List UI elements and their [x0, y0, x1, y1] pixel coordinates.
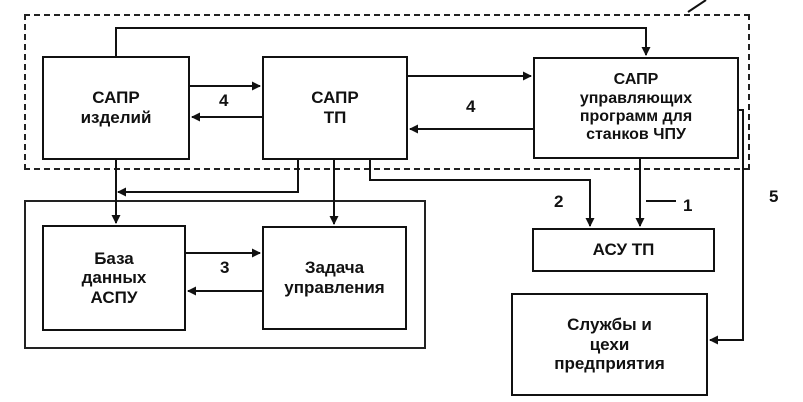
- line-tp-to-db: [117, 160, 299, 197]
- arrow-tp-to-asu: [369, 160, 595, 227]
- cad-group-frame: [24, 14, 750, 170]
- arrow-cnc-to-services: [709, 109, 744, 345]
- box-control-task-label: Задача управления: [284, 258, 385, 297]
- box-cad-cnc-label: САПР управляющих программ для станков ЧП…: [579, 71, 693, 144]
- aspu-group-frame: [24, 200, 426, 349]
- box-cad-products: САПР изделий: [42, 56, 190, 160]
- box-database-label: База данных АСПУ: [81, 248, 147, 307]
- link-number-5: 5: [769, 187, 779, 206]
- box-asu-tp-label: АСУ ТП: [592, 240, 655, 260]
- box-services: Службы и цехи предприятия: [511, 293, 708, 396]
- group-pointer-line: [687, 0, 707, 13]
- box-services-label: Службы и цехи предприятия: [554, 315, 665, 374]
- box-cad-tp-label: САПР ТП: [311, 88, 359, 127]
- link-number-2: 2: [554, 192, 564, 211]
- link-number-3: 3: [220, 258, 230, 277]
- link-number-4-left: 4: [219, 91, 229, 110]
- box-cad-cnc: САПР управляющих программ для станков ЧП…: [533, 57, 739, 159]
- box-cad-tp: САПР ТП: [262, 56, 408, 160]
- box-database: База данных АСПУ: [42, 225, 186, 331]
- top-loop-line: [115, 27, 651, 56]
- link-number-1: 1: [683, 196, 693, 215]
- link-number-4-right: 4: [466, 97, 476, 116]
- box-cad-products-label: САПР изделий: [80, 88, 152, 127]
- box-asu-tp: АСУ ТП: [532, 228, 715, 272]
- box-control-task: Задача управления: [262, 226, 407, 330]
